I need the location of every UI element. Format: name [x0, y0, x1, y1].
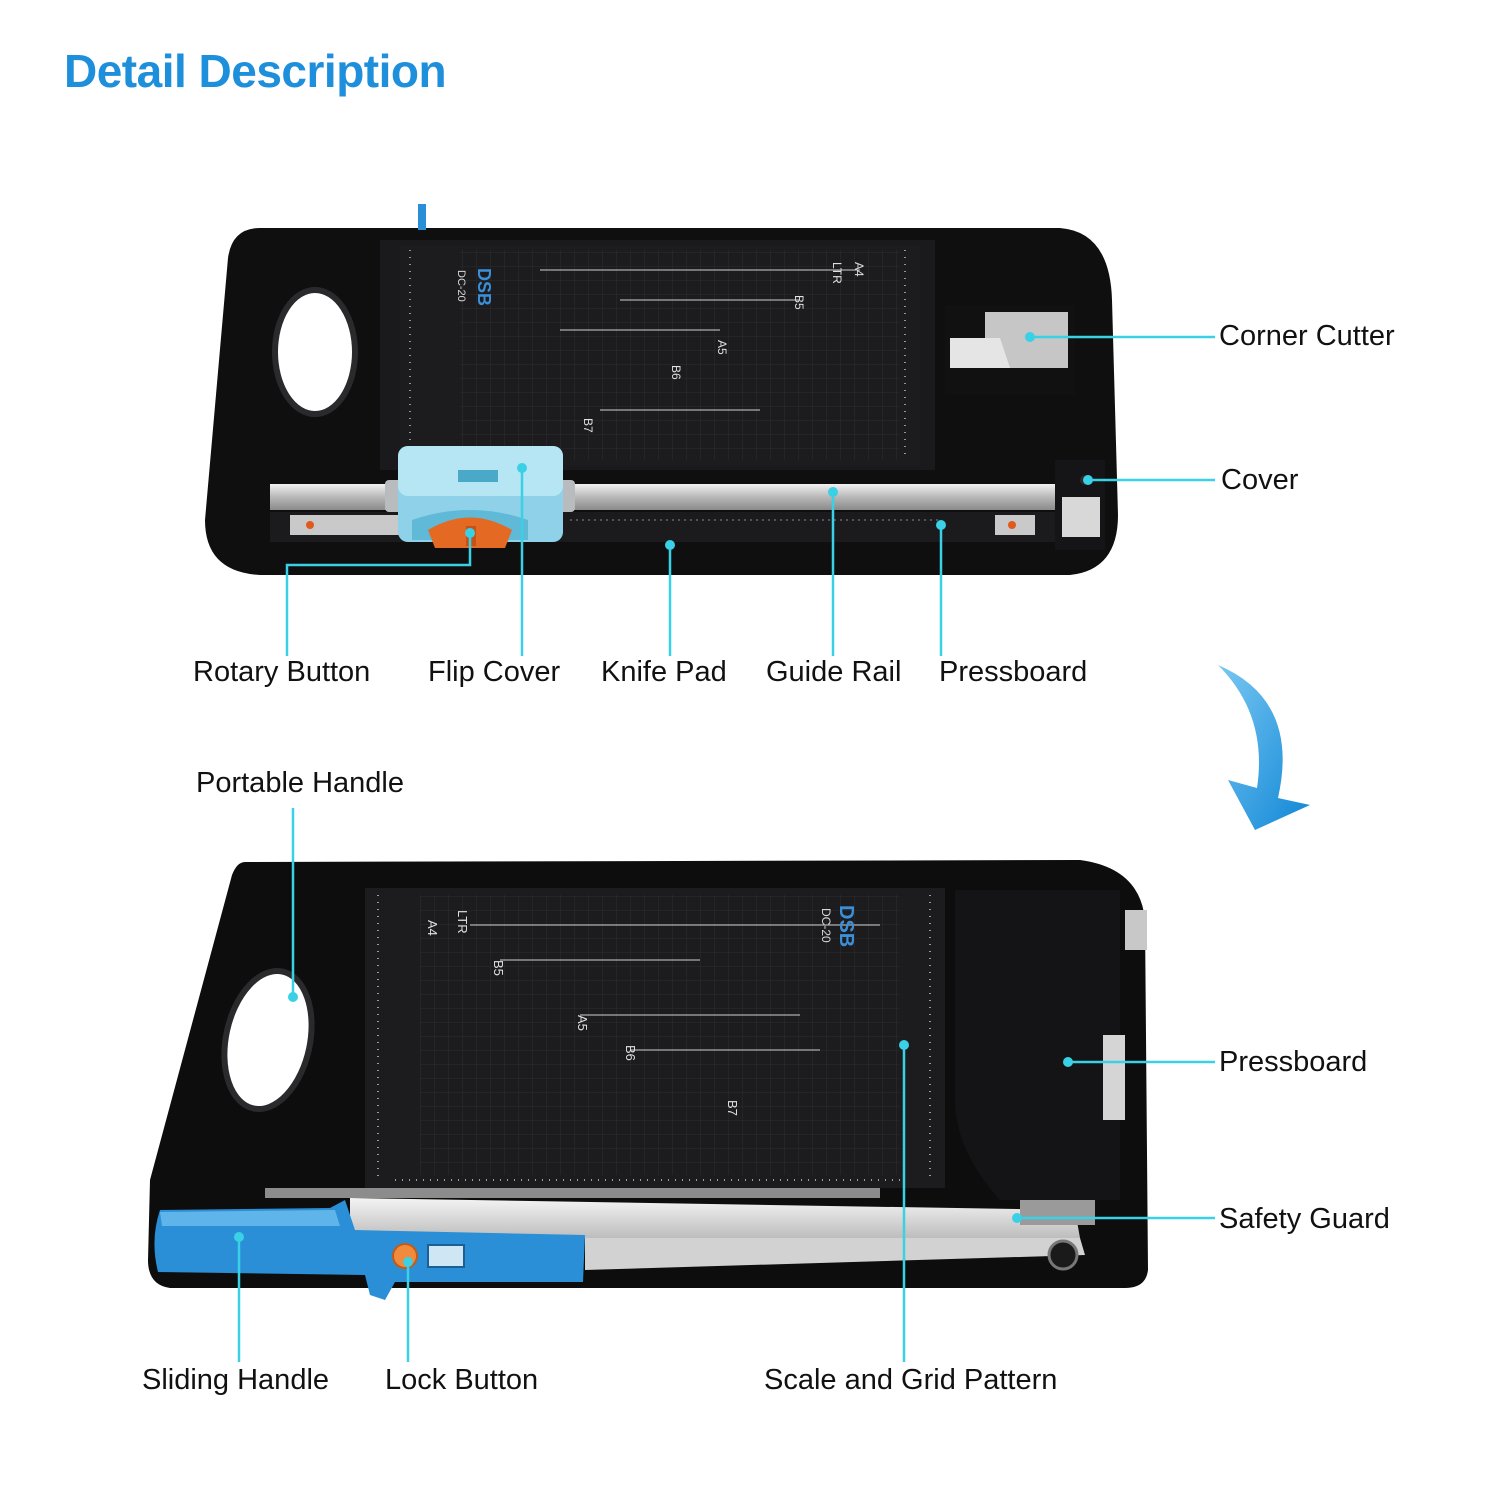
- bottom-model: DC-20: [819, 908, 833, 943]
- top-size-b5: B5: [792, 295, 806, 310]
- blade-arm: [265, 1188, 1095, 1271]
- sliding-handle: [154, 1200, 585, 1300]
- page-title: Detail Description: [64, 45, 447, 97]
- top-size-a4: A4: [852, 262, 866, 277]
- callout-dots: [234, 332, 1093, 1267]
- top-size-a5: A5: [715, 340, 729, 355]
- top-brand: DSB: [474, 268, 494, 306]
- curved-arrow-icon: [1218, 665, 1310, 830]
- label-scale-grid: Scale and Grid Pattern: [764, 1364, 1058, 1396]
- label-rotary-button: Rotary Button: [193, 656, 371, 688]
- top-size-b6: B6: [669, 365, 683, 380]
- bottom-grid-board: [365, 888, 945, 1188]
- label-cover: Cover: [1221, 464, 1299, 496]
- callout-lines: [237, 335, 1215, 1362]
- label-corner-cutter: Corner Cutter: [1219, 320, 1395, 352]
- top-model: DC-20: [455, 270, 467, 302]
- bottom-handle-hole: [221, 967, 315, 1113]
- label-safety-guard: Safety Guard: [1219, 1203, 1390, 1235]
- right-end-cover: [1055, 460, 1105, 550]
- label-lock-button: Lock Button: [385, 1364, 539, 1396]
- top-handle-hole: [272, 287, 358, 417]
- bottom-size-b5: B5: [491, 960, 506, 976]
- label-flip-cover: Flip Cover: [428, 656, 561, 688]
- bottom-side-panel: [1103, 910, 1147, 1120]
- label-knife-pad: Knife Pad: [601, 656, 727, 688]
- bottom-size-a4: A4: [425, 920, 440, 936]
- bottom-size-b6: B6: [623, 1045, 638, 1061]
- top-size-b7: B7: [581, 418, 595, 433]
- corner-cutter: [945, 305, 1075, 395]
- bottom-brand: DSB: [835, 905, 857, 947]
- label-portable-handle: Portable Handle: [196, 767, 404, 799]
- label-sliding-handle: Sliding Handle: [142, 1364, 330, 1396]
- bottom-size-a5: A5: [575, 1015, 590, 1031]
- top-blue-tab: [418, 204, 426, 230]
- top-size-ltr: LTR: [830, 262, 844, 284]
- bottom-size-b7: B7: [725, 1100, 740, 1116]
- label-guide-rail: Guide Rail: [766, 656, 902, 688]
- label-pressboard-top: Pressboard: [939, 656, 1088, 688]
- bottom-size-ltr: LTR: [455, 910, 470, 934]
- top-grid-board: [400, 245, 920, 465]
- label-pressboard-bottom: Pressboard: [1219, 1046, 1368, 1078]
